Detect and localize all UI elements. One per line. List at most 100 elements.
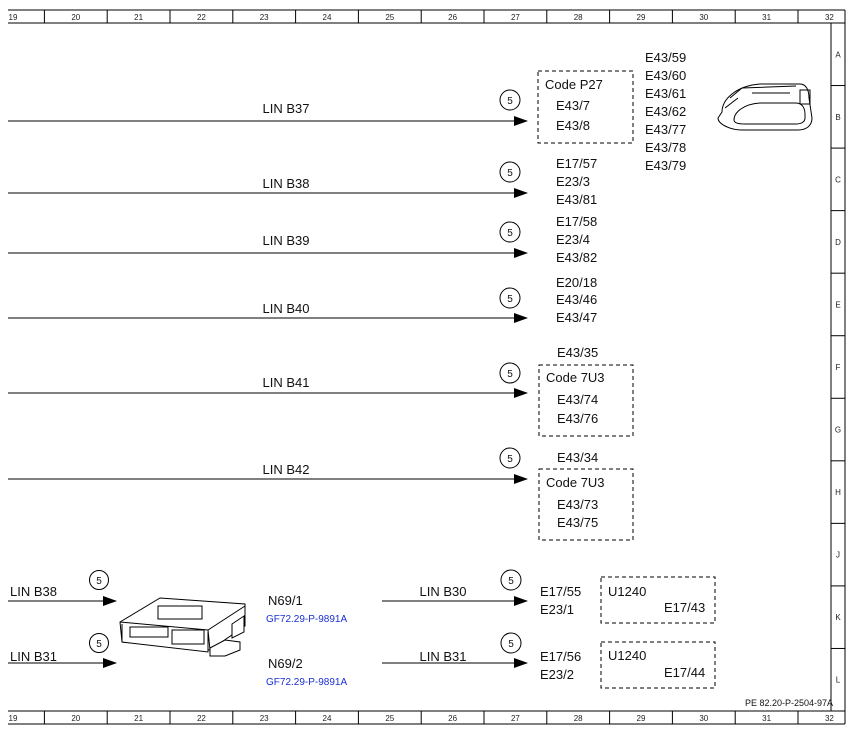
connector-number: 5 <box>507 96 513 107</box>
ruler-column-label: 25 <box>385 13 394 22</box>
input-lin-b31: LIN B31 5 <box>8 633 117 668</box>
ruler-column-label: 29 <box>637 714 646 723</box>
lin-label: LIN B39 <box>263 233 310 248</box>
connector-number: 5 <box>507 369 513 380</box>
lin-label: LIN B31 <box>420 649 467 664</box>
ruler-columns: 1919202021212222232324242525262627272828… <box>9 10 834 724</box>
document-reference-link[interactable]: GF72.29-P-9891A <box>266 677 347 688</box>
ruler-column-label: 22 <box>197 714 206 723</box>
code-option-box <box>538 468 634 541</box>
code-option-box <box>538 364 634 437</box>
ruler-column-label: 27 <box>511 714 520 723</box>
component-label: E43/77 <box>645 122 686 137</box>
code-option-box <box>537 70 634 144</box>
input-lin-label: LIN B31 <box>10 649 57 664</box>
module-name: N69/1 <box>268 593 303 608</box>
component-label: E43/76 <box>557 411 598 426</box>
ruler-column-label: 26 <box>448 714 457 723</box>
ruler-row-label: C <box>835 175 841 184</box>
right-ruler <box>830 10 846 724</box>
lamp-housing-illustration <box>717 83 813 131</box>
bottom-ruler <box>8 710 845 725</box>
component-label: E43/8 <box>556 118 590 133</box>
component-label: E43/82 <box>556 250 597 265</box>
ruler-column-label: 29 <box>637 13 646 22</box>
component-label: E17/44 <box>664 665 705 680</box>
unit-label: U1240 <box>608 584 646 599</box>
component-label: E43/7 <box>556 98 590 113</box>
ruler-column-label: 21 <box>134 13 143 22</box>
component-label: E43/46 <box>556 292 597 307</box>
component-label: E23/1 <box>540 602 574 617</box>
lin-label: LIN B41 <box>263 375 310 390</box>
ruler-column-label: 20 <box>71 13 80 22</box>
unit-box <box>600 641 716 689</box>
connector-number: 5 <box>508 576 514 587</box>
component-label: E43/73 <box>557 497 598 512</box>
ruler-row-label: F <box>836 363 841 372</box>
ruler-column-label: 30 <box>699 13 708 22</box>
lin-label: LIN B37 <box>263 101 310 116</box>
code-label: Code P27 <box>545 77 603 92</box>
component-label: E43/35 <box>557 345 598 360</box>
ruler-column-label: 27 <box>511 13 520 22</box>
ruler-column-label: 31 <box>762 13 771 22</box>
ruler-column-label: 25 <box>385 714 394 723</box>
ruler-row-label: H <box>835 488 841 497</box>
ruler-column-label: 30 <box>699 714 708 723</box>
ruler-column-label: 20 <box>71 714 80 723</box>
ruler-row-label: K <box>835 613 841 622</box>
ruler-row-label: A <box>835 50 841 59</box>
code-label: Code 7U3 <box>546 475 605 490</box>
component-label: E17/43 <box>664 600 705 615</box>
unit-box <box>600 576 716 624</box>
ruler-column-label: 21 <box>134 714 143 723</box>
ruler-column-label: 31 <box>762 714 771 723</box>
component-label: E43/78 <box>645 140 686 155</box>
ruler-column-label: 19 <box>9 13 18 22</box>
component-label: E17/57 <box>556 156 597 171</box>
connector-number: 5 <box>96 639 102 650</box>
ruler-row-label: G <box>835 426 841 435</box>
lin-label: LIN B40 <box>263 301 310 316</box>
document-reference-link[interactable]: GF72.29-P-9891A <box>266 614 347 625</box>
unit-label: U1240 <box>608 648 646 663</box>
ruler-column-label: 22 <box>197 13 206 22</box>
component-label: E23/2 <box>540 667 574 682</box>
connector-number: 5 <box>508 639 514 650</box>
component-label: E17/58 <box>556 214 597 229</box>
ruler-column-label: 23 <box>260 714 269 723</box>
component-label: E43/61 <box>645 86 686 101</box>
ruler-row-label: D <box>835 238 841 247</box>
ruler-column-label: 28 <box>574 714 583 723</box>
ruler-row-label: B <box>835 113 840 122</box>
component-label: E20/18 <box>556 275 597 290</box>
ruler-column-label: 32 <box>825 13 834 22</box>
ruler-column-label: 24 <box>323 714 332 723</box>
component-label: E17/56 <box>540 649 581 664</box>
ruler-column-label: 32 <box>825 714 834 723</box>
component-label: E43/34 <box>557 450 598 465</box>
ruler-column-label: 19 <box>9 714 18 723</box>
connector-number: 5 <box>507 228 513 239</box>
top-right-component-list: E43/59E43/60E43/61E43/62E43/77E43/78E43/… <box>645 50 686 173</box>
component-label: E43/47 <box>556 310 597 325</box>
component-label: E43/60 <box>645 68 686 83</box>
ruler-column-label: 26 <box>448 13 457 22</box>
ruler-row-label: E <box>835 300 840 309</box>
component-label: E17/55 <box>540 584 581 599</box>
component-label: E43/74 <box>557 392 598 407</box>
module-name: N69/2 <box>268 656 303 671</box>
bottom-section: LIN B38 5 LIN B31 5 N69/1GF72.29-P-9891A… <box>8 569 716 689</box>
connector-number: 5 <box>507 168 513 179</box>
lin-label: LIN B42 <box>263 462 310 477</box>
input-lin-label: LIN B38 <box>10 584 57 599</box>
